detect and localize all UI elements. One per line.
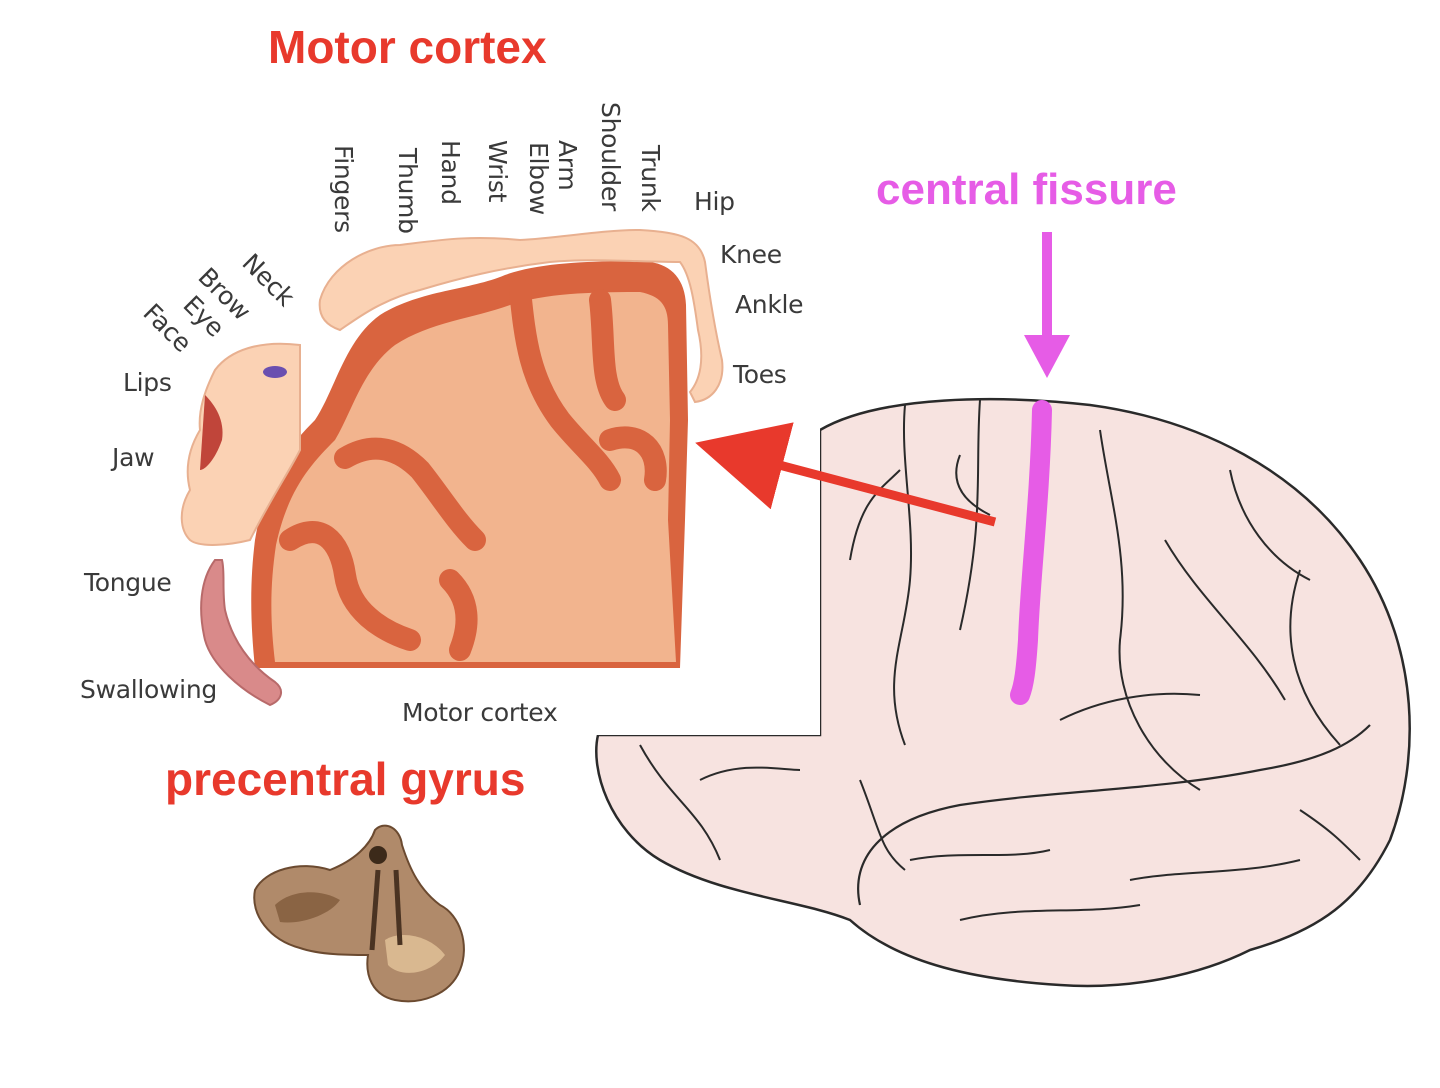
homunculus-figure (253, 824, 465, 1003)
label-fingers: Fingers (329, 145, 358, 233)
label-arm: Arm (553, 140, 582, 191)
label-lips: Lips (123, 368, 172, 397)
label-wrist: Wrist (483, 140, 512, 203)
cortex-folds (279, 279, 667, 661)
homunculus-limbs (318, 228, 724, 404)
label-hip: Hip (694, 187, 735, 216)
lateral-sulcus (857, 724, 1371, 906)
label-trunk: Trunk (636, 145, 665, 212)
motor-cortex-caption: Motor cortex (402, 698, 558, 727)
label-jaw: Jaw (112, 443, 155, 472)
label-toes: Toes (733, 360, 787, 389)
brain-outline (595, 397, 1411, 988)
label-tongue: Tongue (84, 568, 172, 597)
label-elbow: Elbow (524, 142, 553, 215)
label-knee: Knee (720, 240, 782, 269)
brain-sulci (639, 399, 1361, 921)
label-swallowing: Swallowing (80, 675, 217, 704)
lateral-brain (595, 397, 1411, 988)
pointer-arrow-pink (1024, 232, 1070, 378)
motor-cortex-title: Motor cortex (268, 21, 547, 73)
pointer-arrow-red (695, 422, 997, 527)
homunculus-tongue (200, 559, 282, 707)
central-fissure-line (1010, 400, 1052, 705)
label-ankle: Ankle (735, 290, 804, 319)
homunculus-head (180, 342, 301, 546)
label-shoulder: Shoulder (596, 102, 625, 211)
label-thumb: Thumb (393, 148, 422, 234)
label-hand: Hand (436, 140, 465, 205)
central-fissure-label: central fissure (876, 165, 1177, 214)
homunculus-mouth (200, 395, 223, 470)
precentral-gyrus-label: precentral gyrus (165, 753, 526, 805)
homunculus-eye (263, 366, 287, 378)
motor-cortex-section (180, 228, 724, 707)
cortex-light (271, 292, 676, 662)
